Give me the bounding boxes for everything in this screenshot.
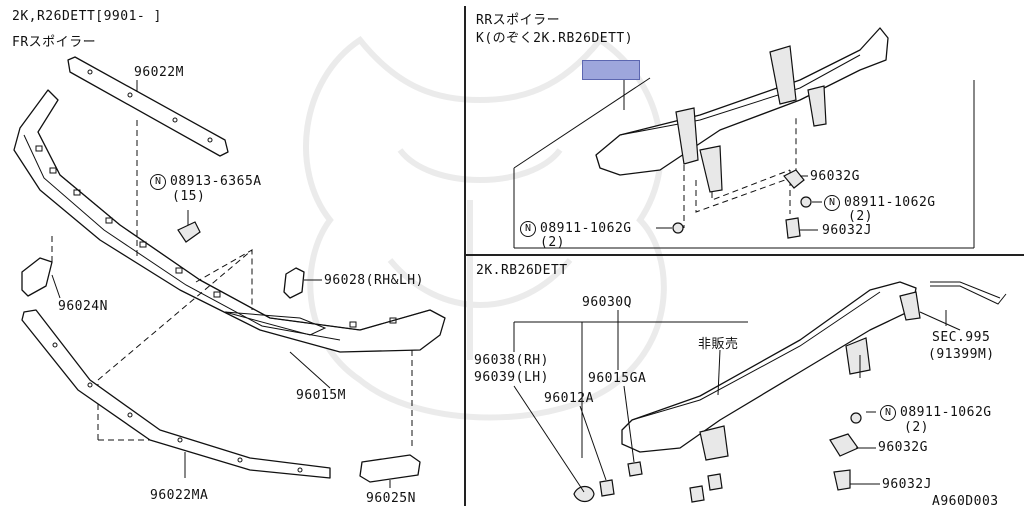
horizontal-divider bbox=[464, 254, 1024, 256]
label-08911-left[interactable]: 08911-1062G bbox=[540, 221, 632, 236]
part-2K-spoiler bbox=[621, 281, 917, 453]
label-96022MA[interactable]: 96022MA bbox=[150, 488, 209, 503]
part-96032J-top bbox=[785, 217, 801, 239]
label-96039[interactable]: 96039(LH) bbox=[474, 370, 549, 385]
label-96015M[interactable]: 96015M bbox=[296, 388, 346, 403]
label-96028[interactable]: 96028(RH&LH) bbox=[324, 273, 424, 288]
label-96024N[interactable]: 96024N bbox=[58, 299, 108, 314]
part-96022M-strip bbox=[67, 56, 229, 157]
part-96032G-bottom bbox=[829, 433, 859, 457]
label-96038[interactable]: 96038(RH) bbox=[474, 353, 549, 368]
label-96032G-bottom[interactable]: 96032G bbox=[878, 440, 928, 455]
label-96032J-bottom[interactable]: 96032J bbox=[882, 477, 932, 492]
label-96022M[interactable]: 96022M bbox=[134, 65, 184, 80]
part-96025N-bracket bbox=[359, 454, 421, 483]
part-96032J-bottom bbox=[833, 469, 851, 491]
rear-spoiler-title: RRスポイラー bbox=[476, 13, 561, 28]
part-rr-spoiler bbox=[595, 27, 889, 176]
label-08913-6365A[interactable]: 08913-6365A bbox=[170, 174, 262, 189]
part-96024N-bracket bbox=[21, 257, 53, 297]
part-08911-bottom-nut bbox=[850, 412, 862, 424]
label-96030Q[interactable]: 96030Q bbox=[582, 295, 632, 310]
label-08913-qty: (15) bbox=[172, 189, 206, 204]
n-mark-icon: N bbox=[880, 405, 896, 421]
lower-section-title: 2K.RB26DETT bbox=[476, 263, 568, 278]
label-not-sold: 非販売 bbox=[698, 337, 739, 352]
label-96025N[interactable]: 96025N bbox=[366, 491, 416, 506]
label-96015GA[interactable]: 96015GA bbox=[588, 371, 647, 386]
highlighted-part-marker[interactable] bbox=[582, 60, 640, 80]
vertical-divider bbox=[464, 6, 466, 506]
label-96032J-top[interactable]: 96032J bbox=[822, 223, 872, 238]
label-sec995[interactable]: SEC.995 bbox=[932, 330, 991, 345]
label-sec995-sub: (91399M) bbox=[928, 347, 995, 362]
front-spoiler-title: FRスポイラー bbox=[12, 35, 97, 50]
label-08911-left-qty: (2) bbox=[540, 235, 565, 250]
part-96028-bracket bbox=[283, 267, 305, 299]
label-08911-bottom-qty: (2) bbox=[904, 420, 929, 435]
n-mark-icon: N bbox=[150, 174, 166, 190]
watermark-emblem bbox=[303, 35, 667, 421]
model-header: 2K,R26DETT[9901- ] bbox=[12, 9, 162, 24]
part-08911-top-nut bbox=[800, 196, 812, 208]
part-08913-clip bbox=[177, 221, 201, 243]
part-08911-left-nut bbox=[672, 222, 684, 234]
label-08911-bottom[interactable]: 08911-1062G bbox=[900, 405, 992, 420]
diagram-code: A960D003 bbox=[932, 494, 999, 509]
label-96032G-top[interactable]: 96032G bbox=[810, 169, 860, 184]
label-08911-top[interactable]: 08911-1062G bbox=[844, 195, 936, 210]
part-96032G-top bbox=[783, 169, 805, 189]
n-mark-icon: N bbox=[520, 221, 536, 237]
n-mark-icon: N bbox=[824, 195, 840, 211]
label-96012A[interactable]: 96012A bbox=[544, 391, 594, 406]
part-96012A-bolt bbox=[599, 479, 615, 497]
part-96022MA-strip bbox=[21, 309, 331, 479]
label-08911-top-qty: (2) bbox=[848, 209, 873, 224]
rear-spoiler-subtitle: K(のぞく2K.RB26DETT) bbox=[476, 31, 634, 46]
part-96038-cap bbox=[573, 485, 595, 503]
